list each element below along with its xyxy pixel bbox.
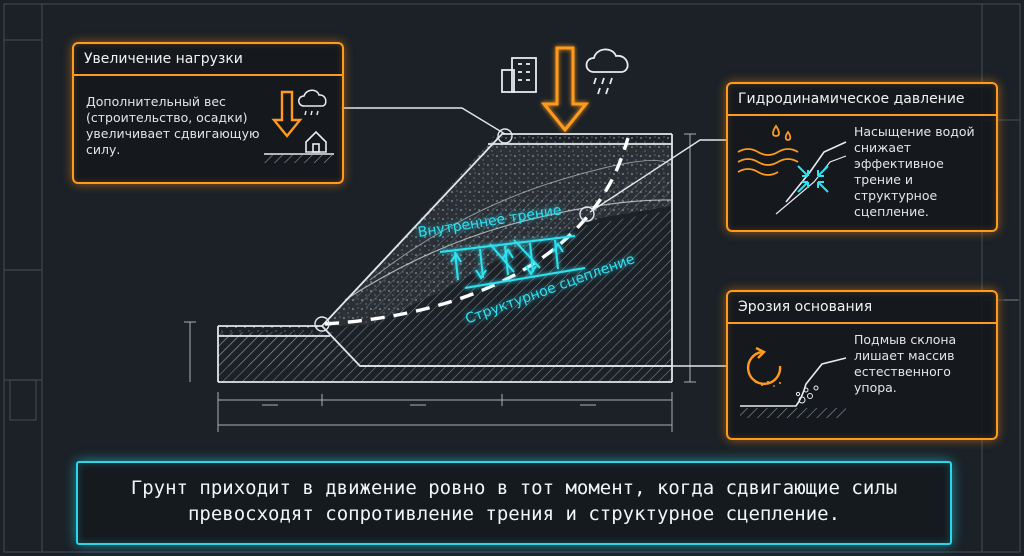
- rain-cloud-icon: [585, 48, 629, 95]
- hydro-illustration: [737, 124, 847, 215]
- side-markers: [995, 190, 1018, 301]
- summary-line-1: Грунт приходит в движение ровно в тот мо…: [130, 477, 898, 499]
- house-icon: [305, 130, 327, 153]
- water-drops-icon: [737, 124, 799, 176]
- callout-erosion-title: Эрозия основания: [728, 292, 996, 324]
- summary-line-2: превосходят сопротивление трения и струк…: [187, 503, 841, 525]
- summary-box: Грунт приходит в движение ровно в тот мо…: [76, 461, 952, 545]
- callout-hydro: Гидродинамическое давление Насыщение вод…: [726, 82, 998, 232]
- callout-load-title: Увеличение нагрузки: [74, 44, 342, 76]
- pressure-arrows-icon: [797, 165, 829, 193]
- load-illustration: [264, 89, 334, 163]
- summary-text: Грунт приходит в движение ровно в тот мо…: [78, 475, 950, 527]
- building-icon: [501, 57, 537, 93]
- slip-surface: [324, 137, 630, 326]
- leader-lines: [314, 107, 726, 367]
- callout-load: Увеличение нагрузки Дополнительный вес (…: [72, 42, 344, 184]
- down-arrow-icon: [540, 46, 590, 133]
- callout-hydro-title: Гидродинамическое давление: [728, 84, 996, 116]
- callout-load-text: Дополнительный вес (строительство, осадк…: [86, 94, 260, 157]
- erosion-swirl-icon: [746, 346, 782, 386]
- rain-cloud-icon: [298, 89, 327, 116]
- callout-erosion: Эрозия основания Подмыв склона лишает ма…: [726, 290, 998, 440]
- erosion-illustration: [740, 346, 847, 418]
- down-arrow-icon: [271, 90, 303, 138]
- callout-erosion-text: Подмыв склона лишает массив естественног…: [854, 332, 957, 395]
- dimension-lines: [184, 133, 696, 432]
- pressure-arrows-icon: [450, 239, 564, 281]
- callout-hydro-text: Насыщение водой снижает эффективное трен…: [854, 124, 975, 219]
- force-block: [439, 235, 586, 289]
